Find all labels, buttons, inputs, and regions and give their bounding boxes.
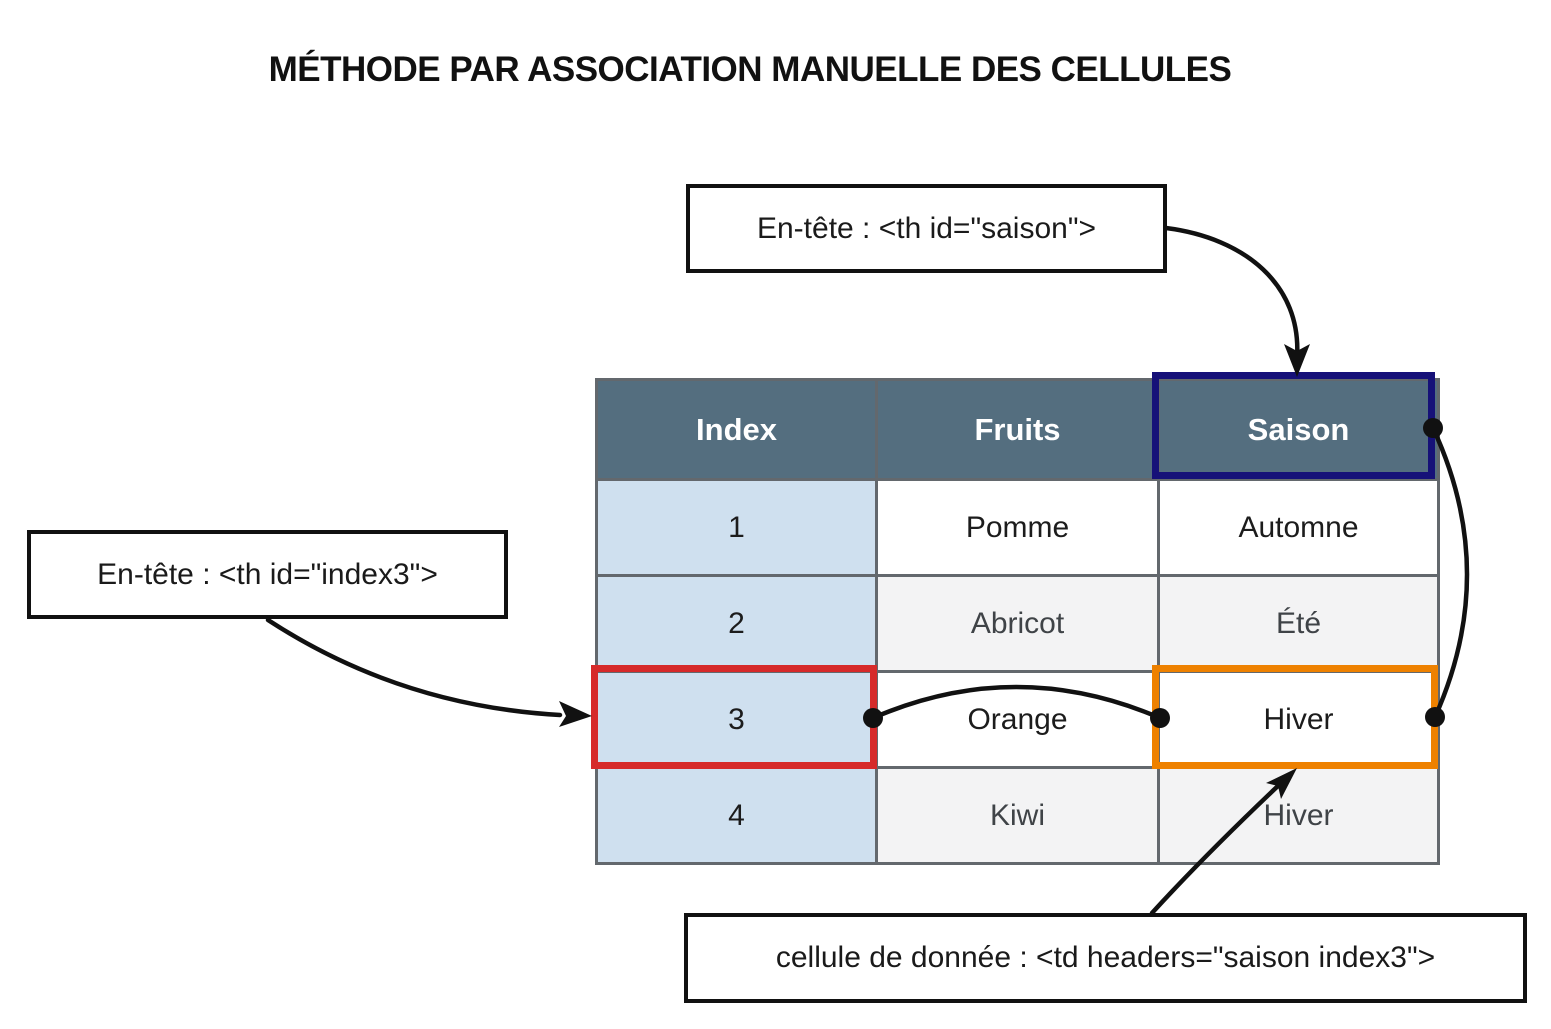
table-row: 1 Pomme Automne (595, 478, 1440, 577)
annotation-index3-header-label: En-tête : <th id="index3"> (97, 557, 438, 591)
cell-saison-ete: Été (1157, 574, 1440, 673)
annotation-data-cell: cellule de donnée : <td headers="saison … (684, 913, 1527, 1003)
table-row: 2 Abricot Été (595, 574, 1440, 673)
cell-index-4: 4 (595, 766, 878, 865)
cell-index-2: 2 (595, 574, 878, 673)
cell-saison-hiver-4: Hiver (1157, 766, 1440, 865)
annotation-saison-header: En-tête : <th id="saison"> (686, 184, 1167, 273)
cell-fruit-orange: Orange (875, 670, 1160, 769)
cell-fruit-pomme: Pomme (875, 478, 1160, 577)
arrow-saison-annotation (1163, 225, 1300, 361)
header-cell-fruits: Fruits (875, 378, 1160, 481)
annotation-data-cell-label: cellule de donnée : <td headers="saison … (775, 941, 1436, 974)
cell-fruit-kiwi: Kiwi (875, 766, 1160, 865)
highlight-index3-cell (591, 665, 877, 769)
cell-saison-hiver-3: Hiver (1157, 670, 1440, 769)
diagram-title: MÉTHODE PAR ASSOCIATION MANUELLE DES CEL… (268, 50, 1232, 89)
cell-fruit-abricot: Abricot (875, 574, 1160, 673)
annotation-saison-header-label: En-tête : <th id="saison"> (756, 211, 1096, 245)
table-row: 4 Kiwi Hiver (595, 766, 1440, 865)
cell-index-1: 1 (595, 478, 878, 577)
header-cell-index: Index (595, 378, 878, 481)
highlight-saison-header (1152, 372, 1435, 479)
arrowhead-index3-icon (559, 701, 592, 727)
cell-saison-automne: Automne (1157, 478, 1440, 577)
arrow-index3-annotation (265, 617, 563, 718)
fruits-table: Index Fruits Saison 1 Pomme Automne 2 Ab… (595, 378, 1440, 865)
highlight-hiver-cell (1152, 665, 1438, 769)
annotation-index3-header: En-tête : <th id="index3"> (27, 530, 508, 619)
cell-index-3: 3 (595, 670, 878, 769)
